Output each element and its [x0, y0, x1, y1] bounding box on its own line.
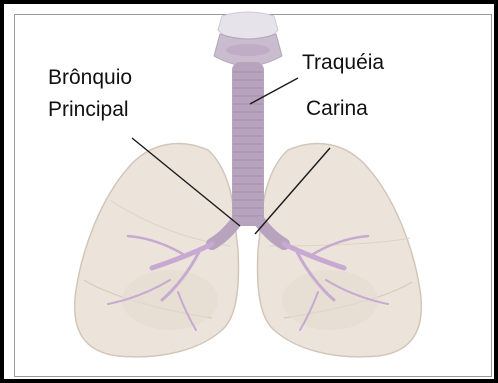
label-traqueia: Traquéia [302, 50, 384, 76]
label-bronquio-line1: Brônquio [48, 65, 132, 91]
label-carina: Carina [306, 96, 368, 122]
label-bronquio-line2: Principal [48, 97, 129, 123]
left-lung [75, 144, 239, 357]
larynx [214, 12, 282, 66]
trachea [232, 62, 264, 226]
right-lung [258, 144, 422, 357]
